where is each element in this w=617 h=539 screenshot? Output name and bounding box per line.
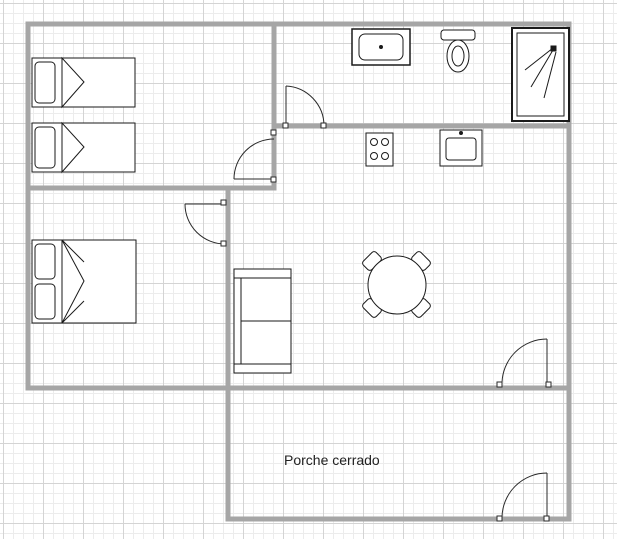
furniture	[31, 27, 570, 374]
door-living-porch	[496, 338, 552, 388]
door-bedroom-2	[184, 199, 227, 247]
toilet-icon	[440, 29, 476, 73]
door-bedroom-1	[233, 129, 277, 183]
single-bed-1	[31, 56, 136, 109]
washbasin-icon	[351, 28, 411, 66]
shower-icon	[511, 27, 570, 122]
door-entrance	[496, 472, 550, 522]
double-bed	[31, 239, 137, 324]
stove-icon	[365, 132, 394, 167]
dining-table	[362, 251, 431, 318]
doors	[184, 85, 552, 522]
sofa	[233, 268, 292, 374]
room-label-porch: Porche cerrado	[284, 452, 380, 468]
door-bathroom	[282, 85, 327, 129]
single-bed-2	[31, 121, 136, 174]
kitchen-sink-icon	[439, 129, 483, 167]
